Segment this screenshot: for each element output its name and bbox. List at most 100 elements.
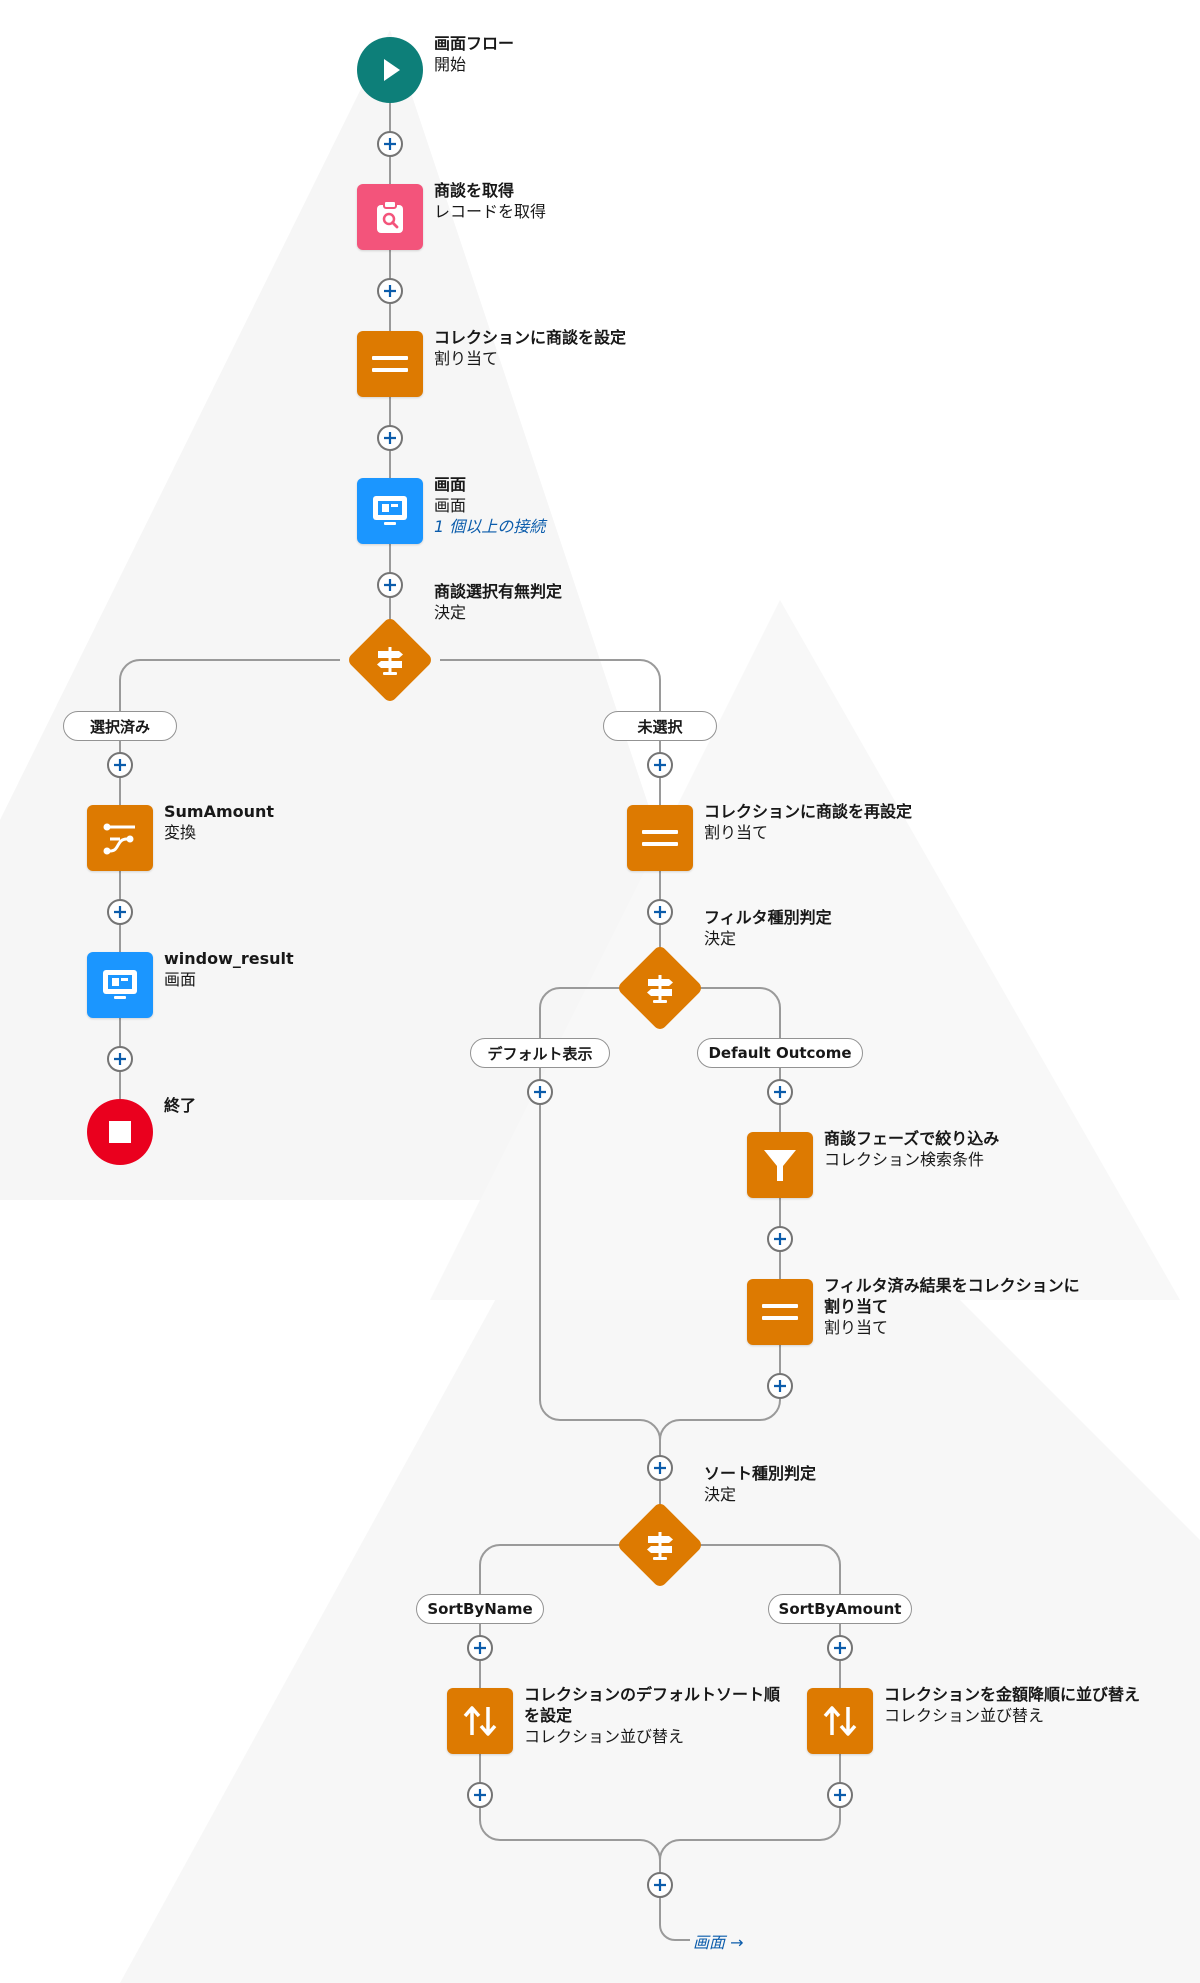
start-node[interactable] xyxy=(357,37,423,103)
sort-default-title-line1: コレクションのデフォルトソート順 xyxy=(524,1685,781,1704)
add-element-button[interactable] xyxy=(377,572,403,598)
sort-default-subtitle: コレクション並び替え xyxy=(524,1727,685,1746)
sort-amount-node[interactable] xyxy=(807,1688,873,1754)
assign-filtered-node[interactable] xyxy=(747,1279,813,1345)
record-lookup-icon xyxy=(377,200,403,233)
screen-title: 画面 xyxy=(434,475,467,494)
assign-filtered-subtitle: 割り当て xyxy=(824,1318,889,1337)
screen-icon xyxy=(103,970,137,999)
screen-node-window-result[interactable] xyxy=(87,952,153,1018)
add-element-button[interactable] xyxy=(827,1782,853,1808)
sort-amount-title: コレクションを金額降順に並び替え xyxy=(884,1685,1141,1704)
assignment-subtitle: 割り当て xyxy=(434,349,499,368)
outcome-default-outcome-label[interactable]: Default Outcome xyxy=(697,1038,863,1068)
decision-sort-title: ソート種別判定 xyxy=(704,1464,817,1483)
filter-node[interactable] xyxy=(747,1132,813,1198)
plus-icon xyxy=(654,906,666,918)
decision-sort-node[interactable] xyxy=(616,1501,704,1589)
screen-connections-link[interactable]: 1 個以上の接続 xyxy=(434,517,546,536)
add-element-button[interactable] xyxy=(647,899,673,925)
decision-icon xyxy=(377,647,403,675)
transform-label: SumAmount 変換 xyxy=(164,801,274,843)
add-element-button[interactable] xyxy=(527,1079,553,1105)
get-records-node[interactable] xyxy=(357,184,423,250)
plus-icon xyxy=(384,138,396,150)
reassign-title: コレクションに商談を再設定 xyxy=(704,802,913,821)
outcome-default-display-label[interactable]: デフォルト表示 xyxy=(470,1038,610,1068)
decision-filter-node[interactable] xyxy=(616,944,704,1032)
end-label: 終了 xyxy=(164,1095,196,1116)
plus-icon xyxy=(474,1642,486,1654)
assignment-node[interactable] xyxy=(357,331,423,397)
transform-subtitle: 変換 xyxy=(164,823,197,842)
plus-icon xyxy=(774,1380,786,1392)
add-element-button[interactable] xyxy=(107,899,133,925)
decision-filter-title: フィルタ種別判定 xyxy=(704,908,832,927)
plus-icon xyxy=(384,285,396,297)
decision-node[interactable] xyxy=(346,616,434,704)
reassign-subtitle: 割り当て xyxy=(704,823,769,842)
add-element-button[interactable] xyxy=(467,1782,493,1808)
plus-icon xyxy=(774,1086,786,1098)
add-element-button[interactable] xyxy=(647,1455,673,1481)
outcome-selected-label[interactable]: 選択済み xyxy=(63,711,177,741)
plus-icon xyxy=(114,1053,126,1065)
start-label: 画面フロー 開始 xyxy=(434,33,514,75)
reassign-node[interactable] xyxy=(627,805,693,871)
end-node[interactable] xyxy=(87,1099,153,1165)
filter-icon xyxy=(764,1150,796,1181)
outcome-sort-by-name-label[interactable]: SortByName xyxy=(416,1594,544,1624)
add-element-button[interactable] xyxy=(107,1046,133,1072)
sort-default-node[interactable] xyxy=(447,1688,513,1754)
plus-icon xyxy=(654,1879,666,1891)
sort-amount-label: コレクションを金額降順に並び替え コレクション並び替え xyxy=(884,1684,1140,1726)
plus-icon xyxy=(774,1233,786,1245)
add-element-button[interactable] xyxy=(107,752,133,778)
outcome-sort-by-amount-label[interactable]: SortByAmount xyxy=(768,1594,912,1624)
filter-subtitle: コレクション検索条件 xyxy=(824,1150,985,1169)
add-element-button[interactable] xyxy=(647,752,673,778)
plus-icon xyxy=(654,759,666,771)
assignment-icon xyxy=(642,830,678,846)
add-element-button[interactable] xyxy=(377,131,403,157)
start-title: 画面フロー xyxy=(434,34,515,53)
get-records-label: 商談を取得 レコードを取得 xyxy=(434,180,546,222)
screen-icon xyxy=(373,496,407,525)
add-element-button[interactable] xyxy=(827,1635,853,1661)
add-element-button[interactable] xyxy=(377,278,403,304)
get-records-title: 商談を取得 xyxy=(434,181,515,200)
assign-filtered-label: フィルタ済み結果をコレクションに 割り当て 割り当て xyxy=(824,1275,1080,1338)
transform-icon xyxy=(103,823,135,855)
decision-label: 商談選択有無判定 決定 xyxy=(434,581,562,623)
sort-amount-subtitle: コレクション並び替え xyxy=(884,1706,1045,1725)
add-element-button[interactable] xyxy=(647,1872,673,1898)
filter-title: 商談フェーズで絞り込み xyxy=(824,1129,1000,1148)
add-element-button[interactable] xyxy=(767,1079,793,1105)
add-element-button[interactable] xyxy=(467,1635,493,1661)
plus-icon xyxy=(384,432,396,444)
end-title: 終了 xyxy=(164,1096,197,1115)
assignment-label: コレクションに商談を設定 割り当て xyxy=(434,327,626,369)
plus-icon xyxy=(834,1789,846,1801)
decision-sort-subtitle: 決定 xyxy=(704,1485,737,1504)
sort-icon xyxy=(463,1706,497,1736)
plus-icon xyxy=(114,759,126,771)
stop-icon xyxy=(109,1121,131,1143)
screen-label: 画面 画面 1 個以上の接続 xyxy=(434,474,545,537)
screen-node[interactable] xyxy=(357,478,423,544)
add-element-button[interactable] xyxy=(377,425,403,451)
sort-default-label: コレクションのデフォルトソート順 を設定 コレクション並び替え xyxy=(524,1684,800,1747)
goto-screen-link[interactable]: 画面 → xyxy=(693,1933,744,1952)
plus-icon xyxy=(474,1789,486,1801)
decision-sort-label: ソート種別判定 決定 xyxy=(704,1463,816,1505)
transform-node[interactable] xyxy=(87,805,153,871)
add-element-button[interactable] xyxy=(767,1226,793,1252)
decision-filter-label: フィルタ種別判定 決定 xyxy=(704,907,832,949)
filter-label: 商談フェーズで絞り込み コレクション検索条件 xyxy=(824,1128,999,1170)
decision-filter-subtitle: 決定 xyxy=(704,929,737,948)
add-element-button[interactable] xyxy=(767,1373,793,1399)
outcome-unselected-label[interactable]: 未選択 xyxy=(603,711,717,741)
plus-icon xyxy=(114,906,126,918)
plus-icon xyxy=(654,1462,666,1474)
